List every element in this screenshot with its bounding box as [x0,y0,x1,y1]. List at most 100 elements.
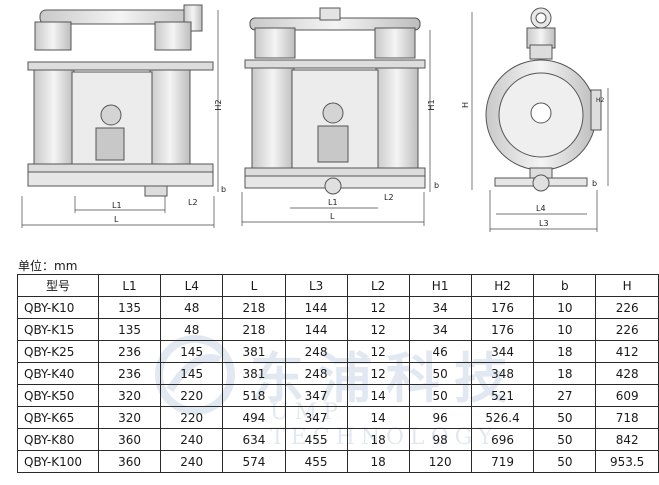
cell-value: 248 [284,362,348,385]
cell-value: 34 [408,318,472,341]
cell-value: 320 [97,384,162,407]
pump-front-view-left [27,4,214,197]
cell-value: 320 [97,406,162,429]
middle-dimension-lines [241,30,431,226]
cell-value: 240 [160,428,224,451]
cell-value: 347 [284,406,348,429]
cell-value: 12 [346,362,410,385]
middle-b-label: b [434,181,439,190]
cell-model: QBY-K65 [17,406,99,429]
cell-value: 48 [160,318,224,341]
left-l1-label: L1 [112,201,122,210]
cell-value: 135 [97,296,162,319]
cell-value: 953.5 [595,450,659,473]
right-l4-label: L4 [536,204,546,213]
left-b-label: b [221,185,226,194]
right-b-label: b [592,179,597,188]
cell-value: 428 [595,362,659,385]
cell-value: 10 [533,318,597,341]
cell-value: 574 [222,450,286,473]
cell-value: 18 [533,362,597,385]
cell-value: 14 [346,384,410,407]
right-l3-label: L3 [539,219,549,228]
cell-value: 348 [470,362,535,385]
cell-model: QBY-K25 [17,340,99,363]
cell-value: 248 [284,340,348,363]
cell-value: 220 [160,384,224,407]
header-b: b [533,274,597,297]
cell-value: 218 [222,296,286,319]
middle-h1-label: H1 [427,99,436,110]
cell-value: 718 [595,406,659,429]
cell-value: 842 [595,428,659,451]
cell-model: QBY-K80 [17,428,99,451]
cell-value: 236 [97,340,162,363]
cell-model: QBY-K100 [17,450,99,473]
right-dimension-lines [471,12,609,232]
cell-value: 10 [533,296,597,319]
unit-label: 单位：mm [18,259,78,273]
cell-value: 176 [470,296,535,319]
pump-side-view-right [485,7,602,192]
cell-value: 50 [408,362,472,385]
cell-value: 518 [222,384,286,407]
cell-value: 360 [97,428,162,451]
cell-value: 719 [470,450,535,473]
header-l1: L1 [97,274,162,297]
cell-value: 240 [160,450,224,473]
cell-model: QBY-K40 [17,362,99,385]
cell-model: QBY-K10 [17,296,99,319]
cell-value: 27 [533,384,597,407]
cell-model: QBY-K50 [17,384,99,407]
table-header-row: 型号 L1 L4 L L3 L2 H1 H2 b H [17,274,659,297]
cell-value: 18 [346,450,410,473]
cell-value: 18 [533,340,597,363]
cell-value: 14 [346,406,410,429]
header-l3: L3 [284,274,348,297]
cell-value: 226 [595,296,659,319]
cell-value: 120 [408,450,472,473]
cell-value: 145 [160,362,224,385]
cell-value: 98 [408,428,472,451]
cell-value: 634 [222,428,286,451]
cell-value: 46 [408,340,472,363]
cell-value: 347 [284,384,348,407]
cell-value: 145 [160,340,224,363]
pump-front-view-middle [244,7,426,195]
cell-value: 344 [470,340,535,363]
cell-value: 34 [408,296,472,319]
cell-value: 12 [346,296,410,319]
cell-value: 48 [160,296,224,319]
header-l4: L4 [160,274,224,297]
cell-value: 50 [533,406,597,429]
cell-value: 218 [222,318,286,341]
cell-value: 220 [160,406,224,429]
left-dimension-lines [21,10,219,228]
left-l2-label: L2 [188,198,198,207]
cell-value: 226 [595,318,659,341]
header-h1: H1 [408,274,472,297]
cell-value: 96 [408,406,472,429]
header-l: L [222,274,286,297]
pump-drawings: H2 b L2 L1 L H1 b L2 L1 L [21,4,609,232]
header-l2: L2 [346,274,410,297]
cell-value: 412 [595,340,659,363]
cell-value: 494 [222,406,286,429]
header-h2: H2 [470,274,535,297]
right-h-label: H [461,102,470,108]
cell-value: 455 [284,428,348,451]
cell-value: 381 [222,362,286,385]
cell-value: 135 [97,318,162,341]
middle-l-label: L [330,212,335,221]
right-h2-label: H2 [596,97,605,104]
cell-value: 144 [284,318,348,341]
cell-value: 696 [470,428,535,451]
